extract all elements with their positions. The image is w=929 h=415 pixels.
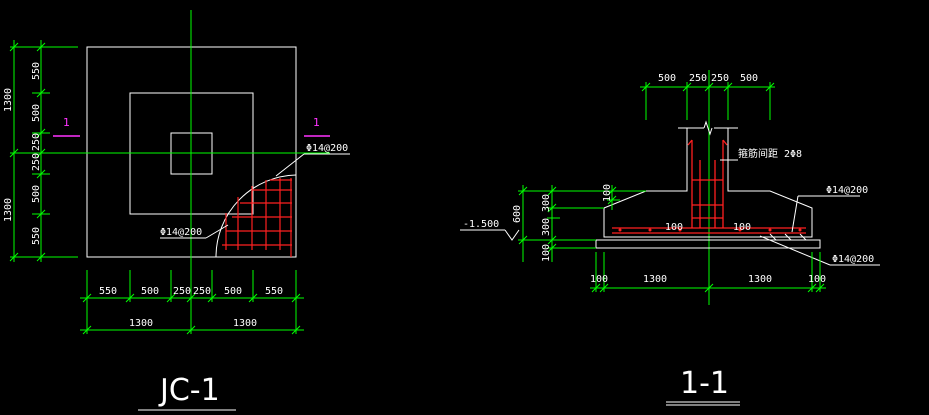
section-bottom-dimensions (590, 252, 826, 293)
sec-bdim-4: 100 (808, 274, 826, 285)
section-mark-left: 1 (63, 116, 70, 129)
plan-vdim-2: 500 (31, 104, 42, 122)
sec-ldim-4: 600 (512, 205, 523, 223)
sec-ldim-3: 300 (541, 218, 552, 236)
sec-ldim-5: 100 (541, 244, 552, 262)
section-inner-right: 100 (733, 222, 751, 233)
plan-section-marks: 1 1 (53, 116, 330, 137)
section-rebar (612, 139, 806, 234)
plan-hdim-1: 550 (99, 286, 117, 297)
section-elevation: -1.500 (463, 219, 499, 230)
sec-tdim-4: 500 (740, 73, 758, 84)
plan-hdim-2: 500 (141, 286, 159, 297)
sec-bdim-3: 1300 (748, 274, 772, 285)
section-stirrup-label: 箍筋间距 2Φ8 (738, 147, 802, 160)
sec-ldim-1: 100 (602, 184, 613, 202)
section-top-dimensions (640, 82, 775, 120)
rebar-quarter-detail (215, 174, 297, 258)
section-mark-right: 1 (313, 116, 320, 129)
sec-tdim-1: 500 (658, 73, 676, 84)
plan-vdim-6: 550 (31, 227, 42, 245)
plan-vertical-dim-labels: 550 500 250 250 500 550 1300 1300 (3, 62, 42, 245)
section-left-dimensions (518, 185, 646, 262)
plan-vtotal-1: 1300 (3, 88, 14, 112)
plan-view: 550 500 250 250 500 550 1300 1300 (3, 10, 350, 411)
section-bottom-dim-labels: 100 1300 1300 100 (590, 274, 826, 285)
section-top-dim-labels: 500 250 250 500 (658, 73, 758, 84)
plan-hdim-3: 250 (173, 286, 191, 297)
plan-htotal-2: 1300 (233, 318, 257, 329)
section-inner-left: 100 (665, 222, 683, 233)
sec-tdim-2: 250 (689, 73, 707, 84)
plan-hdim-5: 500 (224, 286, 242, 297)
plan-htotal-1: 1300 (129, 318, 153, 329)
section-view: 500 250 250 500 (460, 70, 880, 406)
plan-vdim-3: 250 (31, 133, 42, 151)
section-elevation-marker (460, 229, 520, 241)
section-title: 1-1 (680, 366, 729, 401)
plan-vertical-dimensions (9, 40, 78, 262)
plan-rebar-label-mid: Φ14@200 (160, 227, 202, 238)
section-rebar-label-bottom: Φ14@200 (832, 254, 874, 265)
plan-rebar-label-top: Φ14@200 (306, 143, 348, 154)
sec-tdim-3: 250 (711, 73, 729, 84)
plan-vtotal-2: 1300 (3, 198, 14, 222)
plan-hdim-6: 550 (265, 286, 283, 297)
sec-ldim-2: 300 (541, 194, 552, 212)
section-left-dim-labels: 100 300 300 600 100 (512, 184, 613, 262)
plan-vdim-1: 550 (31, 62, 42, 80)
sec-bdim-1: 100 (590, 274, 608, 285)
sec-bdim-2: 1300 (643, 274, 667, 285)
section-rebar-dots (618, 228, 802, 232)
plan-title: JC-1 (158, 373, 220, 408)
plan-horizontal-dim-labels: 550 500 250 250 500 550 1300 1300 (99, 286, 283, 329)
section-footing-outline (595, 120, 821, 249)
plan-hdim-4: 250 (193, 286, 211, 297)
plan-vdim-5: 500 (31, 185, 42, 203)
plan-horizontal-dimensions (80, 270, 304, 335)
section-rebar-label-top: Φ14@200 (826, 185, 868, 196)
plan-vdim-4: 250 (31, 153, 42, 171)
